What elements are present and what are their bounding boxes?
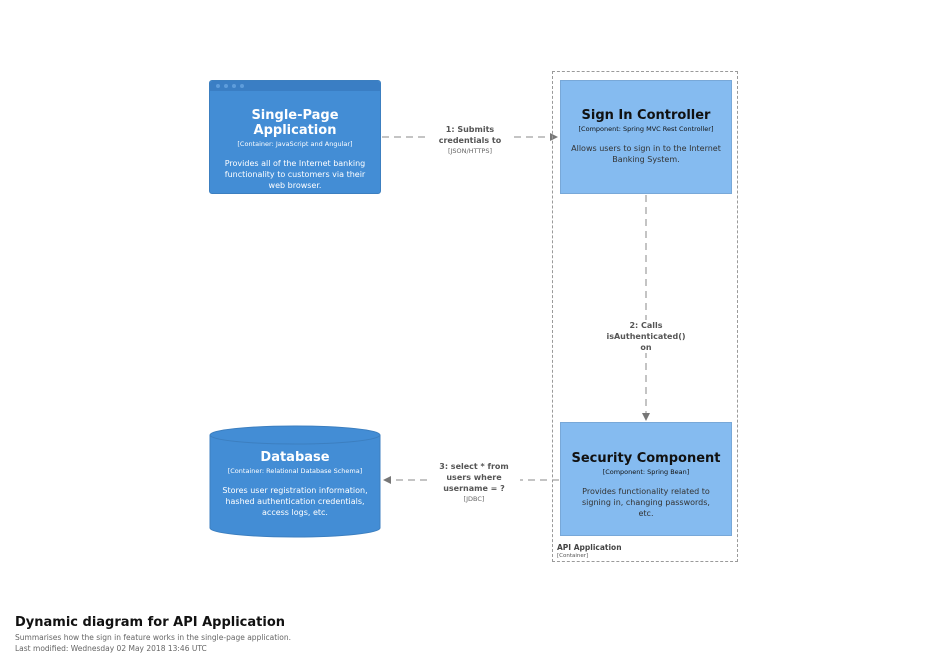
browser-bar-icon	[210, 81, 380, 91]
signin-type: [Component: Spring MVC Rest Controller]	[578, 125, 714, 133]
rel3-line3: username = ?	[443, 484, 505, 493]
database-description: Stores user registration information, ha…	[222, 486, 368, 517]
api-application-boundary	[552, 71, 738, 562]
relationship-label-3: 3: select * from users where username = …	[428, 461, 520, 503]
diagram-title: Dynamic diagram for API Application	[15, 615, 286, 630]
sign-in-controller-box: Sign In Controller [Component: Spring MV…	[560, 80, 732, 194]
rel1-tech: [JSON/HTTPS]	[447, 147, 493, 155]
security-type: [Component: Spring Bean]	[602, 468, 690, 476]
spa-title: Single-Page Application	[251, 108, 339, 138]
security-title: Security Component	[571, 451, 721, 466]
database-cylinder: Database [Container: Relational Database…	[209, 425, 381, 538]
security-component-box: Security Component [Component: Spring Be…	[560, 422, 732, 536]
boundary-type: [Container]	[557, 553, 589, 559]
rel2-line3: on	[640, 343, 652, 352]
database-type: [Container: Relational Database Schema]	[227, 467, 363, 475]
diagram-last-modified: Last modified: Wednesday 02 May 2018 13:…	[15, 644, 207, 653]
security-description: Provides functionality related to signin…	[582, 487, 710, 518]
signin-description: Allows users to sign in to the Internet …	[571, 144, 721, 164]
rel2-line2: isAuthenticated()	[606, 332, 686, 341]
rel3-tech: [JDBC]	[463, 495, 485, 503]
database-title: Database	[260, 450, 330, 465]
rel1-line1: 1: Submits	[445, 125, 495, 134]
signin-title: Sign In Controller	[581, 108, 711, 123]
diagram-subtitle: Summarises how the sign in feature works…	[15, 633, 291, 642]
spa-container-box: Single-Page Application [Container: Java…	[209, 80, 381, 194]
rel1-line2: credentials to	[438, 136, 502, 145]
relationship-label-1: 1: Submits credentials to [JSON/HTTPS]	[428, 124, 512, 155]
rel3-line2: users where	[446, 473, 502, 482]
boundary-name: API Application	[557, 543, 622, 552]
spa-description: Provides all of the Internet banking fun…	[224, 159, 366, 190]
spa-type: [Container: JavaScript and Angular]	[237, 140, 353, 148]
relationship-label-2: 2: Calls isAuthenticated() on	[596, 320, 696, 353]
rel3-line1: 3: select * from	[439, 462, 509, 471]
rel2-line1: 2: Calls	[629, 321, 663, 330]
database-cylinder-icon	[209, 425, 381, 538]
